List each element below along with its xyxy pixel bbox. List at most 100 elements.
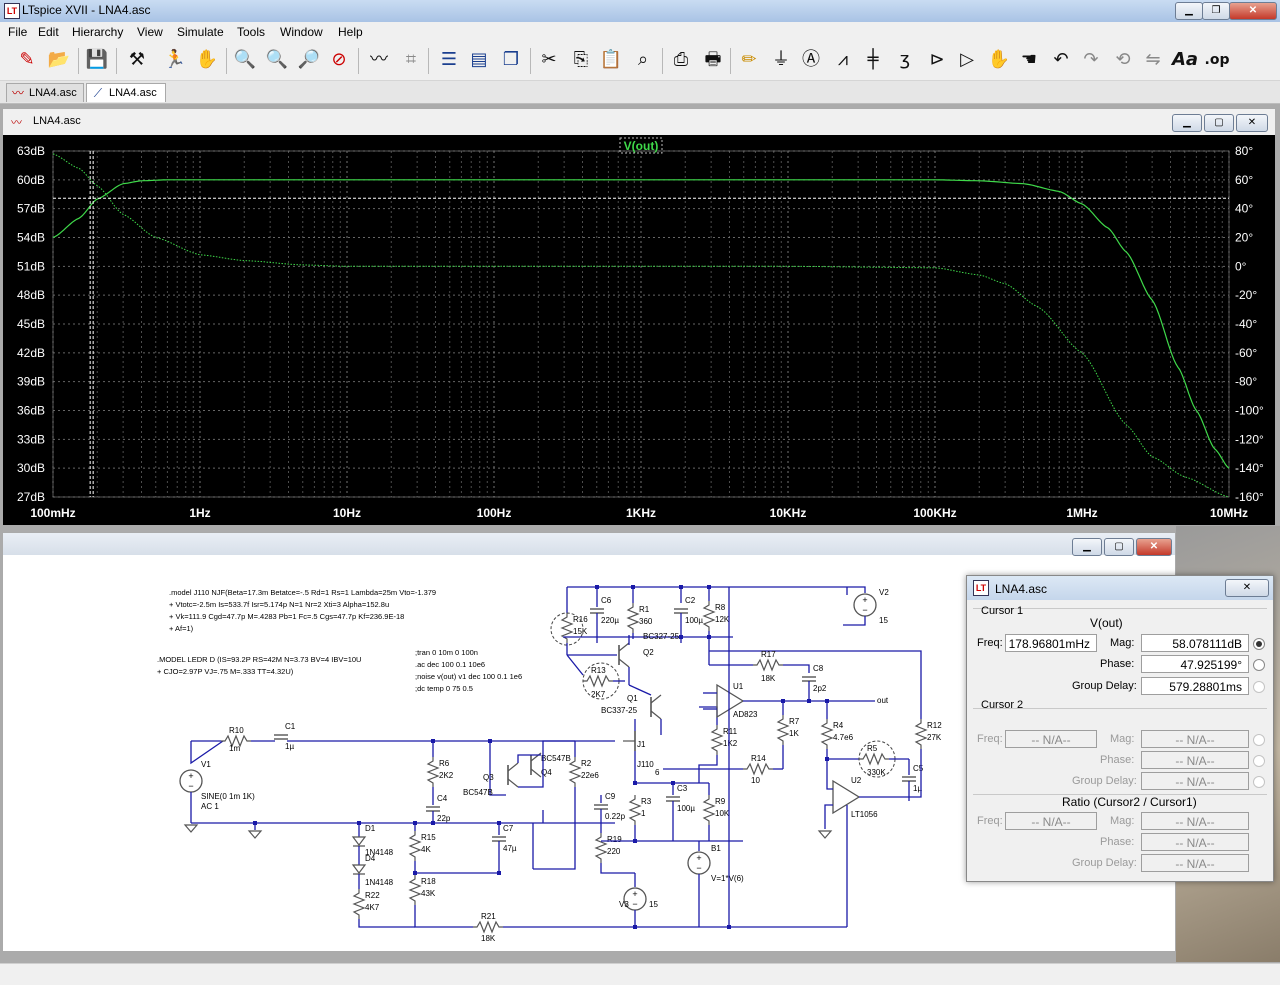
- cursor2-mag-field[interactable]: -- N/A--: [1141, 730, 1249, 748]
- paste-icon[interactable]: 📋: [599, 49, 623, 70]
- transistor-q3: [507, 778, 519, 788]
- move-icon[interactable]: ✋: [987, 49, 1011, 70]
- source-plus: +: [862, 595, 867, 605]
- ground-icon[interactable]: ⏚: [772, 49, 790, 70]
- draw-wire-icon[interactable]: ✏: [741, 49, 757, 70]
- plot-minimize-button[interactable]: ▁: [1172, 114, 1202, 132]
- copy-icon[interactable]: ⎘: [573, 49, 589, 70]
- rotate-icon[interactable]: ⟲: [1115, 49, 1131, 70]
- zoom-in-icon[interactable]: 🔍: [233, 49, 257, 70]
- component-icon[interactable]: ▷: [960, 49, 974, 70]
- fit-icon[interactable]: ⌗: [405, 49, 417, 70]
- cursor2-phase-field[interactable]: -- N/A--: [1141, 751, 1249, 769]
- find-icon[interactable]: ⌕: [637, 49, 649, 70]
- halt-icon[interactable]: ✋: [195, 49, 219, 70]
- left-axis-tick: 39dB: [17, 375, 45, 389]
- model-directive: .model J110 NJF(Beta=17.3m Betatce=-.5 R…: [169, 588, 436, 597]
- drag-icon[interactable]: ☚: [1020, 49, 1038, 70]
- ground-symbol: [183, 824, 199, 833]
- schematic-canvas[interactable]: .model J110 NJF(Beta=17.3m Betatce=-.5 R…: [3, 555, 1175, 951]
- wire: [698, 755, 718, 783]
- cursor1-phase-field[interactable]: 47.925199°: [1141, 655, 1249, 673]
- mirror-icon[interactable]: ⇋: [1145, 49, 1161, 70]
- schematic-label: C9: [605, 792, 616, 801]
- inductor-icon[interactable]: ʒ: [899, 49, 911, 70]
- schematic-close-button[interactable]: ✕: [1136, 538, 1172, 556]
- cursor2-phase-radio[interactable]: [1253, 755, 1265, 767]
- menu-help[interactable]: Help: [338, 25, 363, 39]
- zoom-cancel-icon[interactable]: ⊘: [331, 49, 347, 70]
- right-axis-tick: 20°: [1235, 231, 1253, 245]
- zoom-pan-icon[interactable]: 🔍: [265, 49, 289, 70]
- schematic-label: 43K: [421, 889, 436, 898]
- right-axis-tick: 0°: [1235, 259, 1247, 273]
- maximize-button[interactable]: ❐: [1202, 2, 1230, 20]
- schematic-label: R22: [365, 891, 380, 900]
- diode-icon[interactable]: ⊳: [929, 49, 945, 70]
- cursor1-mag-radio[interactable]: [1253, 638, 1265, 650]
- junction: [631, 585, 635, 589]
- close-button[interactable]: ✕: [1229, 2, 1277, 20]
- run-icon[interactable]: 🏃: [163, 49, 187, 70]
- cursor2-gd-radio[interactable]: [1253, 776, 1265, 788]
- cursor1-gd-radio[interactable]: [1253, 681, 1265, 693]
- menu-tools[interactable]: Tools: [237, 25, 266, 39]
- autorange-icon[interactable]: 〰: [370, 49, 388, 70]
- menu-view[interactable]: View: [137, 25, 163, 39]
- print-setup-icon[interactable]: 🖶: [704, 49, 722, 70]
- schematic-label: J110: [637, 760, 654, 769]
- cursor1-phase-radio[interactable]: [1253, 659, 1265, 671]
- cursor2-group-delay-field[interactable]: -- N/A--: [1141, 772, 1249, 790]
- junction: [679, 635, 683, 639]
- net-label-out: out: [877, 696, 889, 705]
- ground-symbol: [247, 830, 263, 839]
- ratio-freq-field[interactable]: -- N/A--: [1005, 812, 1097, 830]
- save-icon[interactable]: 💾: [85, 49, 109, 70]
- cursor1-group-delay-field[interactable]: 579.28801ms: [1141, 677, 1249, 695]
- menu-simulate[interactable]: Simulate: [177, 25, 224, 39]
- resistor-r2: [568, 757, 582, 787]
- label-net-icon[interactable]: Ⓐ: [802, 49, 820, 70]
- cursor2-freq-field[interactable]: -- N/A--: [1005, 730, 1097, 748]
- undo-icon[interactable]: ↶: [1053, 49, 1069, 70]
- cut-icon[interactable]: ✂: [541, 49, 557, 70]
- cursor2-mag-radio[interactable]: [1253, 734, 1265, 746]
- ratio-phase-field[interactable]: -- N/A--: [1141, 833, 1249, 851]
- tab-waveform[interactable]: 〰 LNA4.asc: [6, 83, 84, 102]
- menu-window[interactable]: Window: [280, 25, 323, 39]
- cursor1-freq-field[interactable]: 178.96801mHz: [1005, 634, 1097, 652]
- zoom-out-icon[interactable]: 🔎: [297, 49, 321, 70]
- wire: [600, 863, 635, 874]
- control-panel-icon[interactable]: ⚒: [128, 49, 146, 70]
- ratio-mag-field[interactable]: -- N/A--: [1141, 812, 1249, 830]
- spice-directive-icon[interactable]: .op: [1204, 52, 1230, 68]
- cursor1-mag-field[interactable]: 58.078111dB: [1141, 634, 1249, 652]
- resistor-icon[interactable]: ⩘: [837, 49, 849, 70]
- schematic-label: V2: [879, 588, 889, 597]
- menu-hierarchy[interactable]: Hierarchy: [72, 25, 124, 39]
- schematic-label: C7: [503, 824, 514, 833]
- tile-horizontal-icon[interactable]: ☰: [440, 49, 458, 70]
- menu-edit[interactable]: Edit: [38, 25, 59, 39]
- tab-schematic[interactable]: ⟋ LNA4.asc: [86, 83, 166, 102]
- schematic-label: 1K: [789, 729, 799, 738]
- ratio-group-delay-field[interactable]: -- N/A--: [1141, 854, 1249, 872]
- new-schematic-icon[interactable]: ✎: [19, 49, 35, 70]
- plot-close-button[interactable]: ✕: [1236, 114, 1268, 132]
- redo-icon[interactable]: ↷: [1083, 49, 1099, 70]
- tile-vertical-icon[interactable]: ▤: [470, 49, 488, 70]
- menu-file[interactable]: File: [8, 25, 28, 39]
- open-icon[interactable]: 📂: [47, 49, 71, 70]
- cursor-dialog-close-button[interactable]: ✕: [1225, 579, 1269, 597]
- print-icon[interactable]: ⎙: [673, 49, 689, 70]
- resistor-r16: [560, 613, 574, 643]
- minimize-button[interactable]: ▁: [1175, 2, 1203, 20]
- plot-maximize-button[interactable]: ▢: [1204, 114, 1234, 132]
- model-directive: + Vk=111.9 Cgd=47.7p M=.4283 Pb=1 Fc=.5 …: [169, 612, 404, 621]
- text-icon[interactable]: Aa: [1172, 49, 1199, 70]
- capacitor-icon[interactable]: ╪: [867, 49, 879, 70]
- schematic-minimize-button[interactable]: ▁: [1072, 538, 1102, 556]
- schematic-maximize-button[interactable]: ▢: [1104, 538, 1134, 556]
- cascade-icon[interactable]: ❐: [502, 49, 520, 70]
